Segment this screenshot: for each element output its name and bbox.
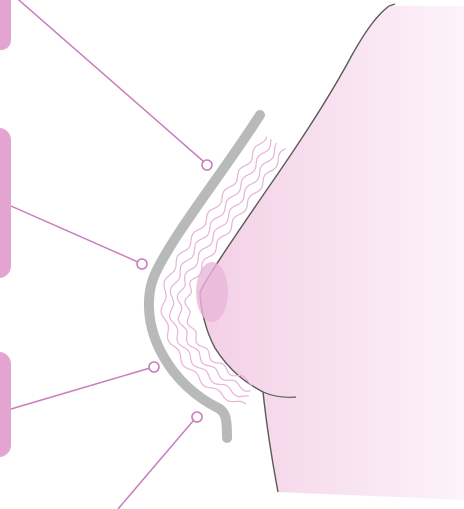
body-shape (200, 6, 464, 500)
leader-line-2 (11, 206, 138, 262)
leader-dot-4 (192, 412, 202, 422)
leader-line-1 (12, 0, 203, 161)
leader-dot-2 (137, 259, 147, 269)
callout-box-2 (0, 128, 11, 278)
callout-box-1 (0, 0, 11, 50)
callout-box-3 (0, 352, 11, 457)
leader-dot-1 (202, 160, 212, 170)
body-top-edge (389, 4, 395, 6)
leader-line-4 (118, 421, 193, 509)
leader-line-3 (11, 368, 150, 409)
leader-dot-3 (149, 362, 159, 372)
